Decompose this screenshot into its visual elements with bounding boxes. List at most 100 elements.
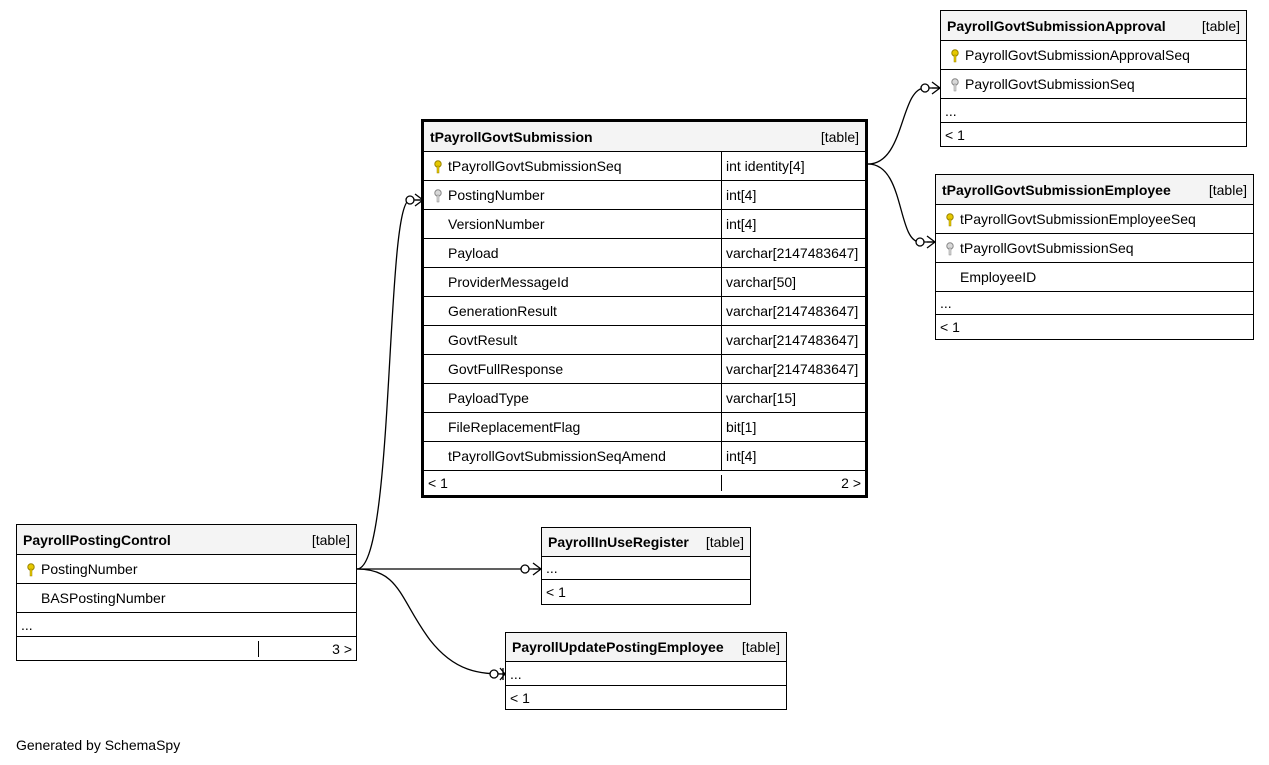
- column-name: GovtFullResponse: [448, 361, 564, 377]
- table-name[interactable]: PayrollInUseRegister: [548, 534, 689, 550]
- footer-children[interactable]: < 1: [945, 126, 965, 143]
- ellipsis: ...: [945, 102, 957, 119]
- table-header: PayrollUpdatePostingEmployee [table]: [506, 633, 786, 662]
- ellipsis-row: ...: [506, 662, 786, 686]
- table-footer: < 1 2 >: [424, 471, 865, 495]
- table-kind: [table]: [311, 531, 350, 548]
- table-kind: [table]: [1201, 17, 1240, 34]
- column-cell: GovtFullResponse: [424, 355, 721, 383]
- column-name: tPayrollGovtSubmissionSeq: [448, 158, 622, 174]
- column-row[interactable]: PayrollGovtSubmissionApprovalSeq: [941, 41, 1246, 70]
- column-row[interactable]: GenerationResult varchar[2147483647]: [424, 297, 865, 326]
- column-type: varchar[50]: [721, 268, 865, 296]
- footer-parents[interactable]: 2 >: [721, 475, 865, 491]
- column-cell: tPayrollGovtSubmissionSeq: [424, 152, 721, 180]
- ellipsis: ...: [21, 616, 33, 633]
- column-name: PayrollGovtSubmissionApprovalSeq: [965, 47, 1190, 63]
- footer-children[interactable]: < 1: [428, 475, 448, 491]
- table-name[interactable]: tPayrollGovtSubmission: [430, 128, 593, 145]
- column-row[interactable]: PayrollGovtSubmissionSeq: [941, 70, 1246, 99]
- column-name: tPayrollGovtSubmissionSeqAmend: [448, 448, 666, 464]
- column-name: PostingNumber: [41, 561, 138, 577]
- table-tpayroll-govt-submission[interactable]: tPayrollGovtSubmission [table] tPayrollG…: [421, 119, 868, 498]
- column-name: FileReplacementFlag: [448, 419, 581, 435]
- ellipsis-row: ...: [17, 613, 356, 637]
- column-type: int[4]: [721, 210, 865, 238]
- table-kind: [table]: [1208, 181, 1247, 198]
- footer-children[interactable]: < 1: [546, 584, 566, 600]
- cardinality-circle: [520, 564, 530, 574]
- column-name: PostingNumber: [448, 187, 545, 203]
- foreign-key-icon: [945, 76, 965, 92]
- ellipsis: ...: [546, 560, 558, 576]
- table-name[interactable]: PayrollUpdatePostingEmployee: [512, 639, 724, 655]
- column-type: int identity[4]: [721, 152, 865, 180]
- column-cell: PostingNumber: [424, 181, 721, 209]
- primary-key-icon: [428, 158, 448, 174]
- table-name[interactable]: PayrollPostingControl: [23, 531, 171, 548]
- table-header: tPayrollGovtSubmissionEmployee [table]: [936, 175, 1253, 205]
- table-header: tPayrollGovtSubmission [table]: [424, 122, 865, 152]
- foreign-key-icon: [940, 240, 960, 256]
- column-cell: tPayrollGovtSubmissionSeqAmend: [424, 442, 721, 470]
- column-row[interactable]: tPayrollGovtSubmissionEmployeeSeq: [936, 205, 1253, 234]
- table-payroll-in-use-register[interactable]: PayrollInUseRegister [table] ... < 1: [541, 527, 751, 605]
- column-name: EmployeeID: [960, 269, 1037, 285]
- column-type: bit[1]: [721, 413, 865, 441]
- relationship-main-employee: [867, 163, 935, 243]
- column-row[interactable]: tPayrollGovtSubmissionSeq int identity[4]: [424, 152, 865, 181]
- ellipsis-row: ...: [941, 99, 1246, 123]
- relationship-posting-update: [356, 568, 506, 675]
- table-footer: 3 >: [17, 637, 356, 660]
- column-type: varchar[2147483647]: [721, 355, 865, 383]
- table-payroll-posting-control[interactable]: PayrollPostingControl [table] PostingNum…: [16, 524, 357, 661]
- column-type: varchar[2147483647]: [721, 239, 865, 267]
- column-row[interactable]: tPayrollGovtSubmissionSeq: [936, 234, 1253, 263]
- column-row[interactable]: GovtFullResponse varchar[2147483647]: [424, 355, 865, 384]
- column-cell: VersionNumber: [424, 210, 721, 238]
- cardinality-circle: [915, 237, 925, 247]
- column-cell: Payload: [424, 239, 721, 267]
- footer-children[interactable]: < 1: [510, 689, 530, 706]
- column-name: tPayrollGovtSubmissionSeq: [960, 240, 1134, 256]
- column-row[interactable]: EmployeeID: [936, 263, 1253, 292]
- primary-key-icon: [21, 561, 41, 577]
- table-header: PayrollGovtSubmissionApproval [table]: [941, 11, 1246, 41]
- column-type: varchar[2147483647]: [721, 297, 865, 325]
- table-name[interactable]: tPayrollGovtSubmissionEmployee: [942, 181, 1171, 198]
- column-name: GenerationResult: [448, 303, 557, 319]
- table-footer: < 1: [542, 580, 750, 604]
- column-cell: GenerationResult: [424, 297, 721, 325]
- column-row[interactable]: PostingNumber: [17, 555, 356, 584]
- table-footer: < 1: [941, 123, 1246, 146]
- table-footer: < 1: [936, 315, 1253, 339]
- column-name: PayrollGovtSubmissionSeq: [965, 76, 1135, 92]
- column-row[interactable]: FileReplacementFlag bit[1]: [424, 413, 865, 442]
- column-name: BASPostingNumber: [41, 590, 166, 606]
- footer-parents[interactable]: 3 >: [258, 640, 356, 657]
- cardinality-circle: [405, 195, 415, 205]
- ellipsis-row: ...: [542, 557, 750, 580]
- table-name[interactable]: PayrollGovtSubmissionApproval: [947, 17, 1166, 34]
- cardinality-circle: [489, 669, 499, 679]
- table-payroll-update-posting-employee[interactable]: PayrollUpdatePostingEmployee [table] ...…: [505, 632, 787, 710]
- primary-key-icon: [945, 47, 965, 63]
- column-row[interactable]: BASPostingNumber: [17, 584, 356, 613]
- column-type: varchar[2147483647]: [721, 326, 865, 354]
- ellipsis-row: ...: [936, 292, 1253, 315]
- footer-children[interactable]: < 1: [940, 319, 960, 335]
- column-cell: PayloadType: [424, 384, 721, 412]
- table-tpayroll-govt-submission-employee[interactable]: tPayrollGovtSubmissionEmployee [table] t…: [935, 174, 1254, 340]
- column-type: varchar[15]: [721, 384, 865, 412]
- relationship-main-approval: [867, 87, 940, 165]
- column-name: tPayrollGovtSubmissionEmployeeSeq: [960, 211, 1196, 227]
- table-payroll-govt-submission-approval[interactable]: PayrollGovtSubmissionApproval [table] Pa…: [940, 10, 1247, 147]
- cardinality-circle: [920, 83, 930, 93]
